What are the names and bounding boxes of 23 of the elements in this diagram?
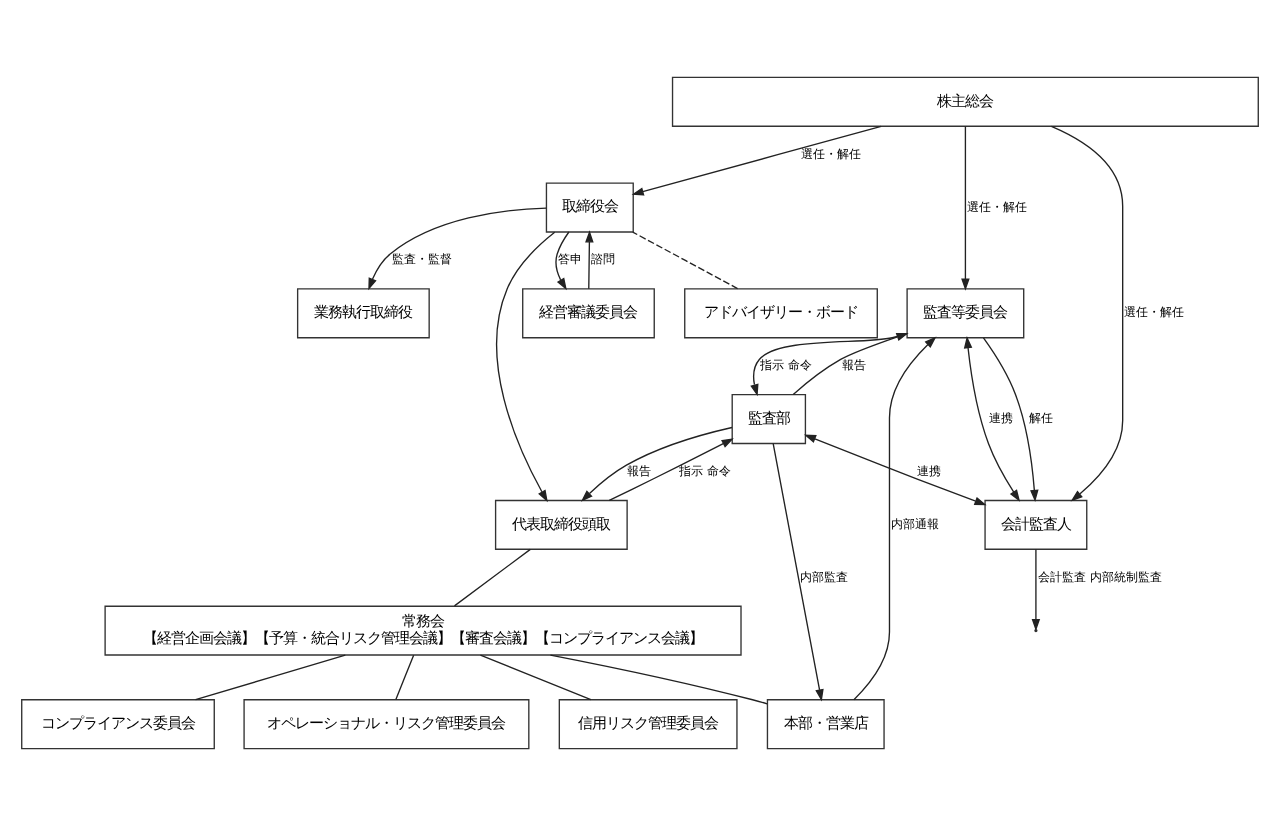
connector [395,654,415,700]
arrow [963,336,1021,502]
arrow [1050,125,1124,502]
arrow [772,443,824,702]
arrow [1031,548,1041,632]
arrow [368,207,547,291]
arrow [961,125,970,291]
arrow [803,434,987,506]
arrow [982,337,1039,503]
arrow [585,230,594,290]
arrow [608,438,734,502]
arrow [750,333,908,397]
connector [453,548,531,607]
connector [632,231,739,290]
arrow [495,231,556,503]
arrow [555,231,570,291]
arrow [631,125,882,196]
arrow [792,332,909,396]
connector [194,654,346,701]
connector [549,654,768,705]
arrow [853,336,937,701]
connector [479,654,592,701]
arrow [580,426,733,502]
